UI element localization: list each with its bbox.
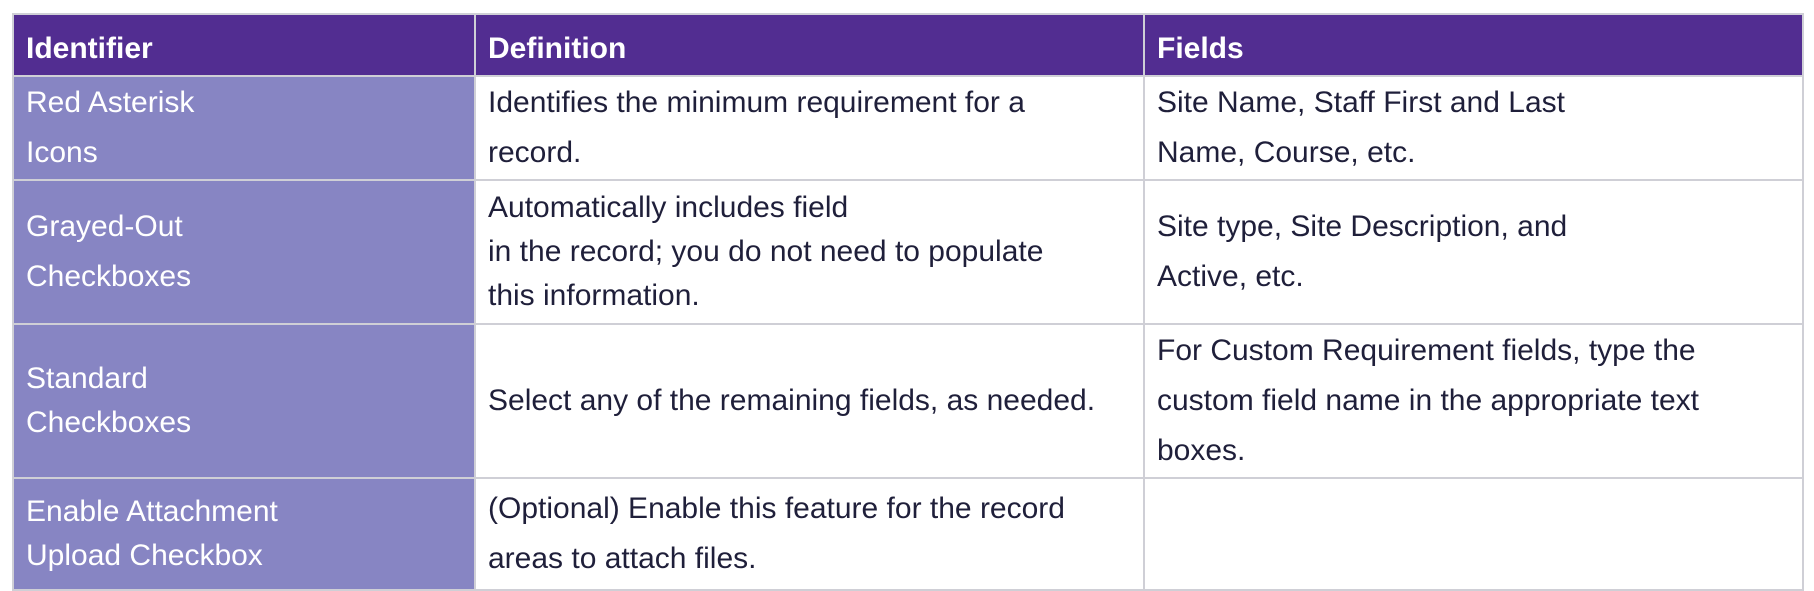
identifier-cell: Grayed-Out Checkboxes xyxy=(12,179,476,325)
fields-cell: For Custom Requirement fields, type the … xyxy=(1143,323,1804,479)
identifier-cell: Standard Checkboxes xyxy=(12,323,476,479)
table-header-row: Identifier Definition Fields xyxy=(12,13,1804,77)
definition-cell: Identifies the minimum requirement for a… xyxy=(474,75,1145,181)
cell-line: record. xyxy=(488,136,582,169)
cell-line: Red Asterisk xyxy=(26,86,195,119)
cell-line: areas to attach files. xyxy=(488,542,757,575)
identifier-cell: Red Asterisk Icons xyxy=(12,75,476,181)
cell-line: this information. xyxy=(488,279,700,312)
cell-line: custom field name in the appropriate tex… xyxy=(1157,384,1699,417)
definitions-table-container: Identifier Definition Fields Red Asteris… xyxy=(12,13,1804,591)
table-row: Red Asterisk Icons Identifies the minimu… xyxy=(12,75,1804,181)
header-identifier: Identifier xyxy=(12,13,476,77)
cell-line: Icons xyxy=(26,136,98,169)
definition-cell: Select any of the remaining fields, as n… xyxy=(474,323,1145,479)
identifier-definitions-table: Identifier Definition Fields Red Asteris… xyxy=(12,13,1804,591)
cell-line: Name, Course, etc. xyxy=(1157,136,1416,169)
cell-line: Automatically includes field xyxy=(488,191,849,224)
table-row: Standard Checkboxes Select any of the re… xyxy=(12,323,1804,479)
cell-line: For Custom Requirement fields, type the xyxy=(1157,334,1696,367)
cell-line: Select any of the remaining fields, as n… xyxy=(488,384,1096,417)
cell-line: Active, etc. xyxy=(1157,260,1304,293)
fields-cell: Site type, Site Description, and Active,… xyxy=(1143,179,1804,325)
table-row: Enable Attachment Upload Checkbox (Optio… xyxy=(12,477,1804,591)
cell-line: boxes. xyxy=(1157,434,1246,467)
fields-cell: Site Name, Staff First and Last Name, Co… xyxy=(1143,75,1804,181)
definition-cell: Automatically includes field in the reco… xyxy=(474,179,1145,325)
definition-cell: (Optional) Enable this feature for the r… xyxy=(474,477,1145,591)
header-definition: Definition xyxy=(474,13,1145,77)
cell-line: Checkboxes xyxy=(26,260,192,293)
table-row: Grayed-Out Checkboxes Automatically incl… xyxy=(12,179,1804,325)
cell-line: Enable Attachment xyxy=(26,495,278,528)
cell-line: Upload Checkbox xyxy=(26,539,263,572)
cell-line: Site Name, Staff First and Last xyxy=(1157,86,1565,119)
cell-line: Identifies the minimum requirement for a xyxy=(488,86,1025,119)
cell-line: Site type, Site Description, and xyxy=(1157,210,1568,243)
header-fields: Fields xyxy=(1143,13,1804,77)
cell-line: in the record; you do not need to popula… xyxy=(488,235,1044,268)
cell-line: Checkboxes xyxy=(26,406,192,439)
identifier-cell: Enable Attachment Upload Checkbox xyxy=(12,477,476,591)
cell-line: Grayed-Out xyxy=(26,210,183,243)
fields-cell xyxy=(1143,477,1804,591)
cell-line: (Optional) Enable this feature for the r… xyxy=(488,492,1065,525)
cell-line: Standard xyxy=(26,362,148,395)
